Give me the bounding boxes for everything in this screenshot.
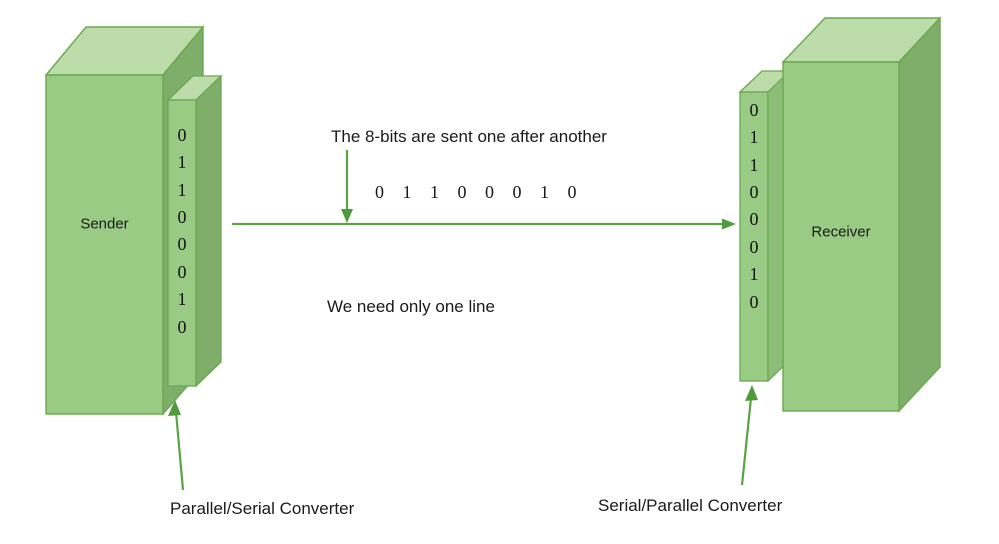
sender-bit: 0 [177,207,187,228]
serial-line-arrow [232,218,736,230]
serial-parallel-converter-arrowhead-icon [745,385,758,401]
receiver-label: Receiver [811,223,871,241]
note-callout-arrowhead-icon [341,209,353,223]
note-callout-arrow [341,150,353,223]
serial-parallel-converter-label: Serial/Parallel Converter [598,496,783,515]
serial-parallel-converter-arrow [740,385,758,486]
channel-bitstream: 0 1 1 0 0 0 1 0 [375,182,584,202]
receiver-bit: 0 [749,100,759,120]
channel-note-top: The 8-bits are sent one after another [331,127,607,146]
parallel-serial-converter-arrow [168,400,185,491]
parallel-serial-converter-line [174,411,185,491]
sender-strip-side-face [195,74,222,388]
receiver-bit: 0 [749,291,759,312]
sender-bit: 0 [177,261,187,282]
sender-strip-front-face [167,99,197,387]
serial-parallel-converter-line [740,397,753,486]
sender-bit: 0 [177,234,187,255]
parallel-serial-converter-label: Parallel/Serial Converter [170,499,355,518]
receiver-box-side-face [898,16,941,413]
receiver-bit: 0 [749,209,759,230]
sender-box-front-face [45,74,164,415]
sender-bit: 1 [177,289,187,310]
receiver-strip-front-face [739,91,769,382]
sender-bit: 0 [177,316,187,337]
sender-bit-column: 0 1 1 0 0 0 1 0 [168,122,196,341]
sender-register-strip [166,74,223,388]
parallel-serial-converter-arrowhead-icon [168,400,181,416]
receiver-bit-column: 0 1 1 0 0 0 1 0 [740,97,768,316]
receiver-box [781,16,942,413]
receiver-bit: 1 [749,264,759,285]
receiver-bit: 1 [749,127,759,148]
sender-bit: 1 [177,152,187,173]
channel-note-bottom: We need only one line [327,297,495,316]
sender-bit: 1 [177,179,187,200]
receiver-box-front-face [782,61,900,412]
sender-bit: 0 [177,125,187,145]
receiver-bit: 0 [749,182,759,203]
sender-label: Sender [80,215,129,233]
receiver-bit: 1 [749,154,759,175]
serial-line-arrowhead-icon [722,218,736,230]
receiver-bit: 0 [749,236,759,257]
